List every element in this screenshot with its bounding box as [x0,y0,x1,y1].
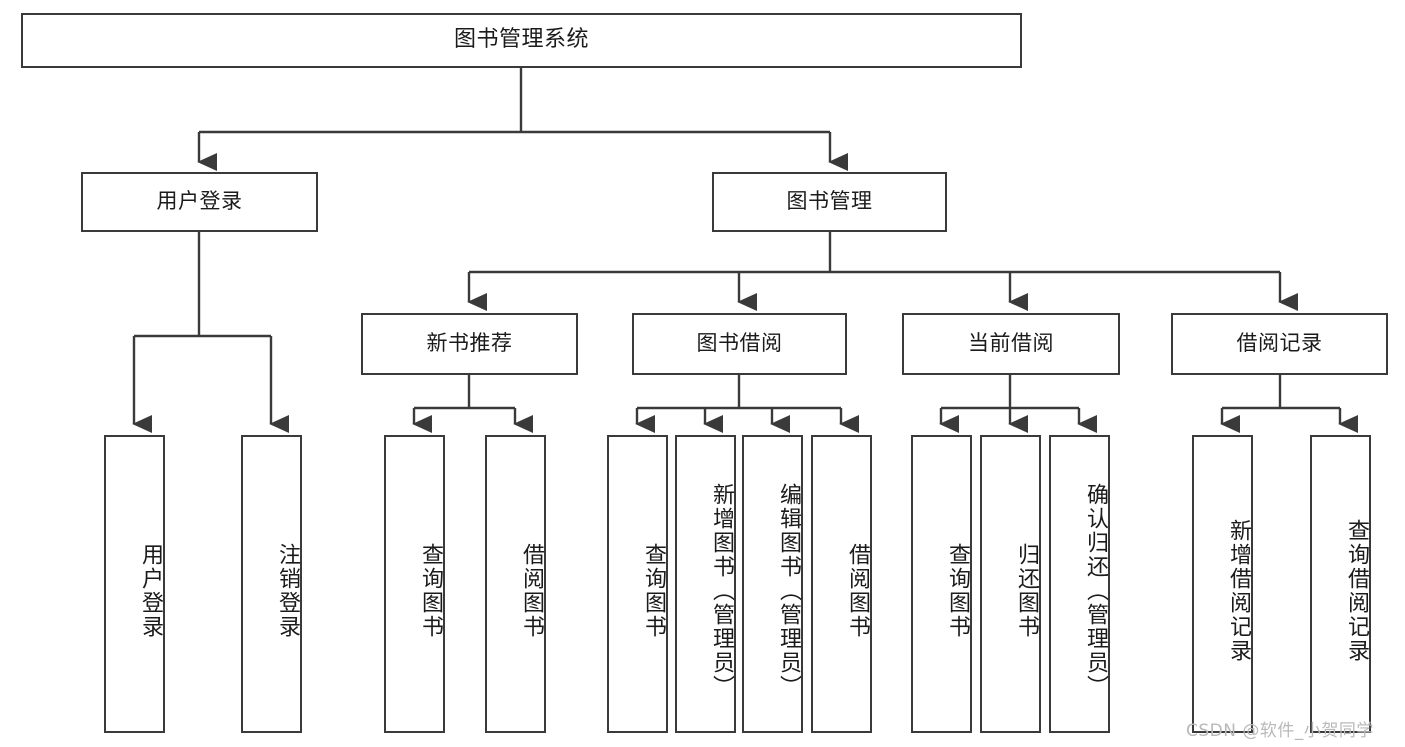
node-label: 查询图书 [418,543,443,639]
node-leaf-borrow-book-2[interactable]: 借阅图书 [811,435,872,733]
node-book-management[interactable]: 图书管理 [712,172,947,232]
node-label: 当前借阅 [968,331,1054,356]
node-label: 用户登录 [138,543,163,639]
node-leaf-edit-book[interactable]: 编辑图书（管理员） [742,435,803,733]
node-leaf-borrow-book-1[interactable]: 借阅图书 [485,435,546,733]
node-leaf-add-book[interactable]: 新增图书（管理员） [675,435,736,733]
node-label: 用户登录 [156,189,243,214]
node-label: 借阅图书 [519,543,544,639]
node-label: 图书借阅 [696,331,783,356]
node-leaf-add-record[interactable]: 新增借阅记录 [1192,435,1253,733]
node-new-book-recommend[interactable]: 新书推荐 [361,313,578,375]
node-label: 确认归还（管理员） [1083,483,1108,699]
node-leaf-return-book[interactable]: 归还图书 [980,435,1041,733]
node-leaf-query-book-2[interactable]: 查询图书 [607,435,668,733]
node-borrow-record[interactable]: 借阅记录 [1171,313,1388,375]
node-label: 图书管理 [786,189,873,214]
node-label: 查询图书 [641,543,666,639]
node-leaf-logout-login[interactable]: 注销登录 [241,435,302,733]
node-label: 新增借阅记录 [1226,519,1251,663]
node-label: 查询图书 [945,543,970,639]
node-leaf-query-record[interactable]: 查询借阅记录 [1310,435,1371,733]
node-current-borrow[interactable]: 当前借阅 [902,313,1120,375]
node-label: 查询借阅记录 [1344,519,1369,663]
node-leaf-query-book-3[interactable]: 查询图书 [911,435,972,733]
node-book-borrow[interactable]: 图书借阅 [632,313,847,375]
node-label: 注销登录 [275,543,300,639]
node-label: 归还图书 [1014,543,1039,639]
node-leaf-query-book-1[interactable]: 查询图书 [384,435,445,733]
node-label: 借阅图书 [845,543,870,639]
node-root-system[interactable]: 图书管理系统 [21,13,1022,68]
csdn-watermark: CSDN @软件_小贺同学 [1186,721,1374,741]
node-label: 借阅记录 [1236,331,1323,356]
node-leaf-user-login[interactable]: 用户登录 [104,435,165,733]
node-label: 图书管理系统 [453,27,589,53]
node-user-login[interactable]: 用户登录 [81,172,318,232]
node-label: 新增图书（管理员） [709,483,734,699]
node-label: 编辑图书（管理员） [776,483,801,699]
node-leaf-confirm-return[interactable]: 确认归还（管理员） [1049,435,1110,733]
node-label: 新书推荐 [426,331,513,356]
